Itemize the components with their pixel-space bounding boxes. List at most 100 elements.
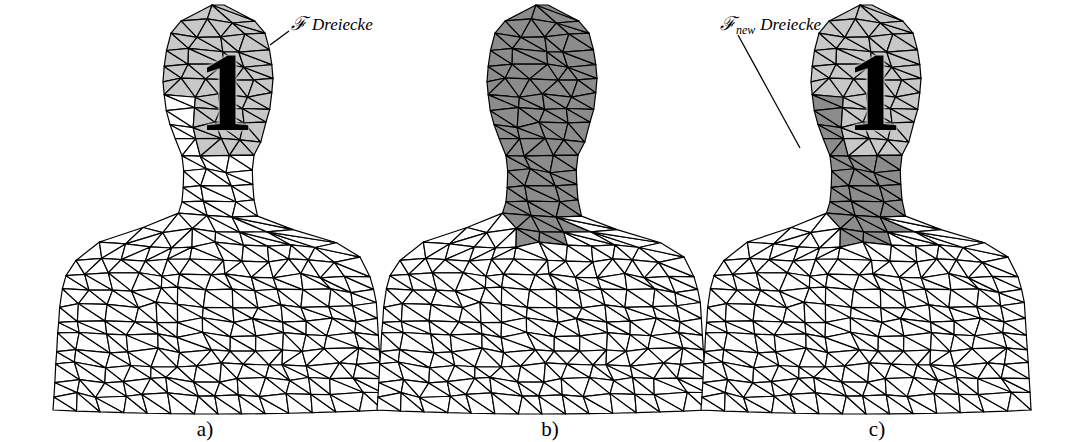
mesh-triangle	[212, 5, 255, 21]
mesh-triangle	[633, 377, 655, 394]
mesh-triangle	[236, 200, 258, 216]
mesh-triangle	[315, 243, 360, 257]
mesh-triangle	[790, 378, 816, 394]
mesh-triangle	[59, 321, 80, 332]
mesh-triangle	[812, 95, 843, 108]
mesh-triangle	[331, 289, 353, 306]
triangle-mesh	[701, 5, 1031, 414]
mesh-triangle	[978, 392, 1011, 411]
mesh-triangle	[680, 348, 704, 364]
mesh-triangle	[225, 274, 255, 291]
mesh-triangle	[327, 333, 359, 348]
label-text: ℱ	[291, 10, 307, 36]
mesh-triangle	[707, 321, 728, 332]
mesh-triangle	[849, 169, 880, 186]
mesh-triangle	[482, 348, 504, 367]
mesh-triangle	[142, 393, 171, 414]
mesh-triangle	[139, 273, 162, 288]
mesh-triangle	[726, 304, 755, 321]
mesh-triangle	[486, 274, 504, 287]
mesh-triangle	[921, 273, 951, 289]
mesh-triangle	[131, 366, 151, 379]
mesh-triangle	[431, 334, 452, 352]
mesh-triangle	[826, 318, 851, 333]
mesh-triangle	[107, 334, 128, 352]
mesh-triangle	[220, 379, 239, 395]
mesh-triangle	[197, 363, 222, 382]
mesh-triangle	[783, 322, 806, 334]
mesh-triangle	[915, 230, 985, 243]
mesh-triangle	[630, 335, 651, 349]
mesh-triangle	[1004, 362, 1029, 378]
mesh-triangle	[577, 319, 608, 333]
mesh-triangle	[329, 289, 353, 307]
mesh-triangle	[554, 336, 580, 351]
mesh-triangle	[668, 276, 697, 289]
mesh-triangle	[309, 377, 331, 394]
mesh-triangle	[254, 78, 273, 92]
mesh-triangle	[539, 242, 567, 261]
mesh-triangle	[496, 228, 517, 248]
leader-line	[738, 35, 800, 148]
mesh-triangle	[907, 394, 936, 414]
mesh-triangle	[256, 333, 284, 350]
mesh-triangle	[201, 186, 236, 202]
mesh-triangle	[877, 155, 902, 170]
mesh-triangle	[930, 365, 957, 378]
mesh-triangle	[353, 303, 378, 319]
mesh-triangle	[203, 332, 231, 351]
mesh-triangle	[840, 228, 863, 242]
mesh-triangle	[654, 392, 687, 411]
mesh-triangle	[231, 184, 254, 200]
mesh-triangle	[851, 201, 884, 217]
mesh-triangle	[550, 170, 577, 184]
mesh-triangle	[256, 350, 283, 365]
mesh-triangle	[633, 377, 655, 394]
mesh-triangle	[874, 170, 901, 184]
mesh-triangle	[816, 247, 840, 259]
mesh-triangle	[799, 377, 816, 392]
mesh-triangle	[703, 380, 728, 393]
mesh-triangle	[705, 350, 724, 362]
mesh-triangle	[55, 380, 80, 393]
mesh-triangle	[878, 336, 904, 351]
mesh-triangle	[818, 125, 844, 139]
mesh-triangle	[702, 393, 725, 411]
mesh-triangle	[177, 304, 203, 317]
mesh-triangle	[303, 289, 331, 307]
mesh-triangle	[554, 337, 579, 351]
mesh-triangle	[904, 350, 931, 365]
mesh-triangle	[267, 245, 291, 259]
mesh-triangle	[627, 289, 655, 307]
mesh-triangle	[873, 274, 903, 291]
mesh-triangle	[809, 287, 825, 304]
mesh-triangle	[513, 48, 548, 64]
mesh-triangle	[259, 394, 288, 414]
mesh-triangle	[76, 242, 102, 260]
mesh-triangle	[564, 140, 585, 155]
mesh-triangle	[203, 201, 236, 217]
mesh-triangle	[267, 230, 337, 243]
mesh-triangle	[891, 364, 917, 377]
mesh-triangle	[516, 228, 539, 242]
mesh-triangle	[568, 65, 597, 79]
mesh-triangle	[1004, 348, 1028, 364]
mesh-triangle	[591, 230, 661, 243]
mesh-triangle	[569, 33, 594, 50]
mesh-triangle	[480, 302, 502, 323]
mesh-triangle	[815, 48, 837, 64]
mesh-triangle	[556, 21, 589, 33]
mesh-triangle	[863, 395, 890, 414]
region-number: 1	[198, 36, 254, 148]
mesh-triangle	[934, 394, 960, 414]
mesh-triangle	[890, 245, 917, 262]
mesh-triangle	[488, 95, 519, 108]
mesh-triangle	[567, 245, 592, 262]
mesh-triangle	[639, 243, 684, 257]
mesh-triangle	[229, 155, 254, 170]
mesh-triangle	[151, 377, 168, 392]
mesh-triangle	[860, 5, 903, 21]
label-text: Dreiecke	[760, 15, 821, 35]
mesh-triangle	[563, 50, 596, 65]
mesh-triangle	[917, 350, 930, 365]
